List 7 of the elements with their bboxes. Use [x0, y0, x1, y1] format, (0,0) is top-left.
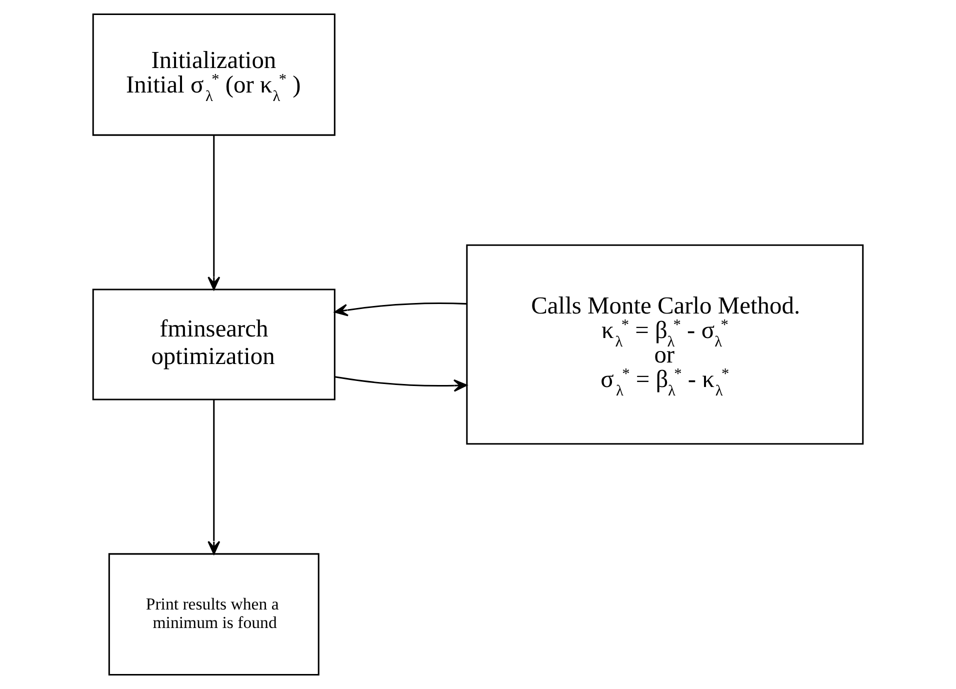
node-box: Initialization Initial σ$_{λ}$$^{*}$ (or κ$_{λ}$$^{*}$ ): [92, 14, 336, 136]
arrow: [208, 400, 220, 555]
node-box: Print results when a minimum is found: [108, 553, 320, 676]
arrow: [208, 135, 220, 290]
node-box: fminsearch optimization: [92, 288, 336, 400]
arrow: [334, 376, 468, 392]
arrow: [334, 302, 466, 316]
